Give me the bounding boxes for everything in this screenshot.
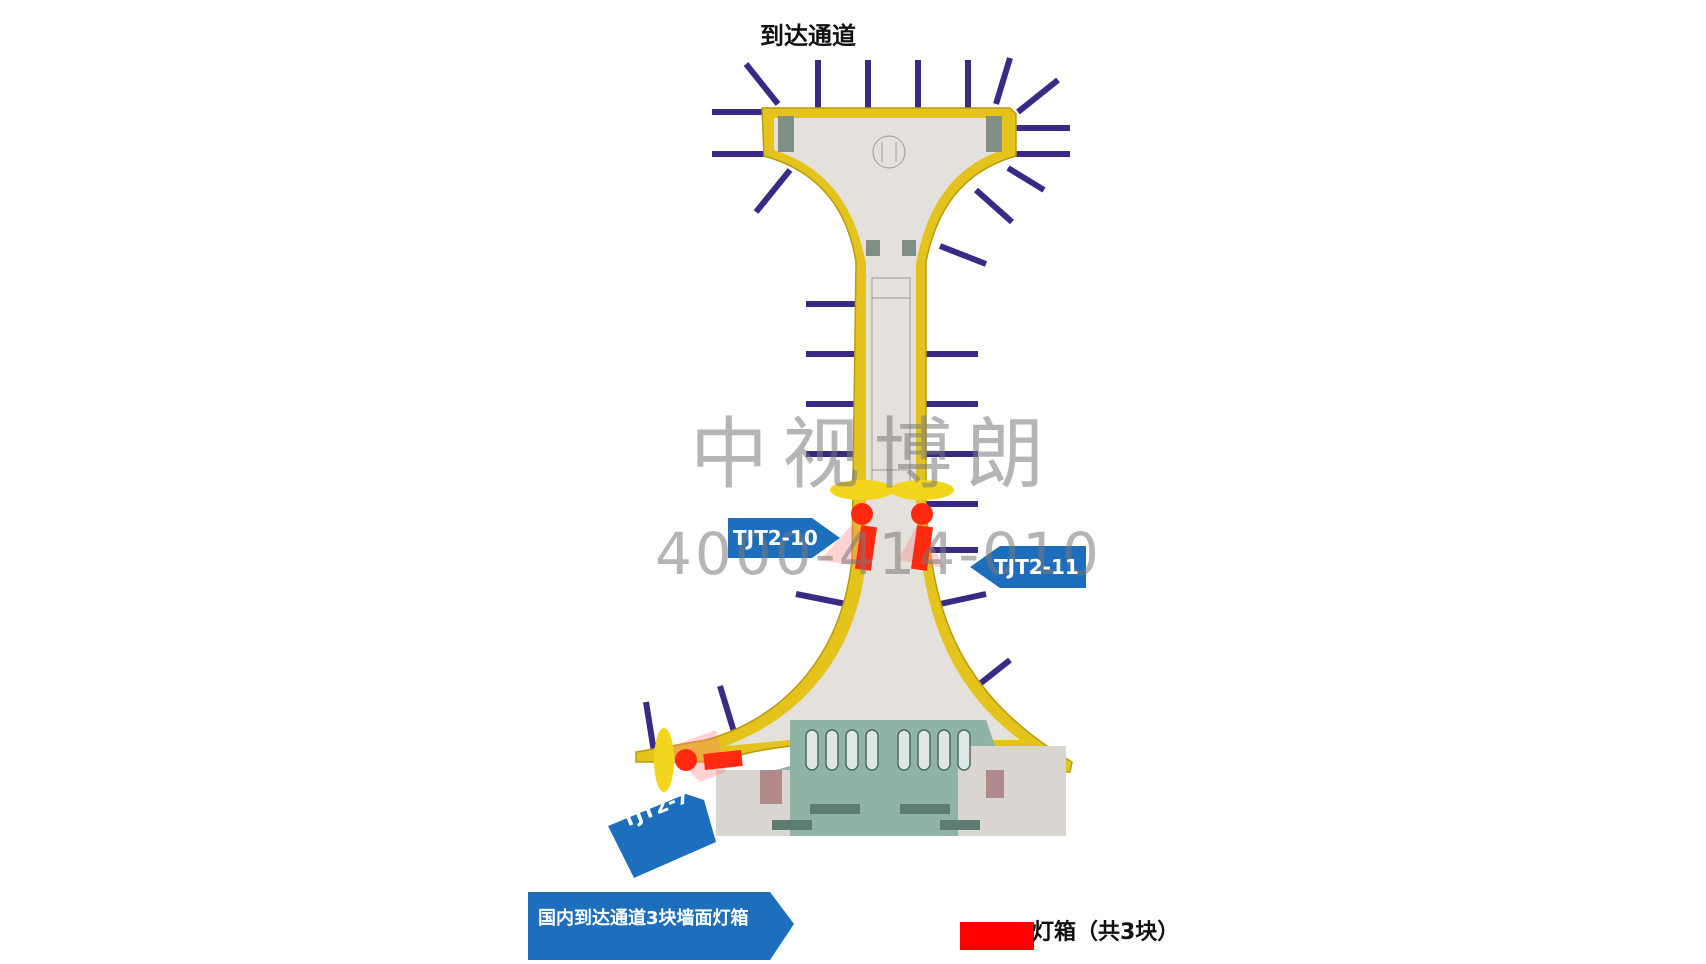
location-markers <box>654 480 954 792</box>
bottom-banner-shape <box>528 892 794 960</box>
baggage-hall <box>716 720 1066 836</box>
legend-swatch <box>960 922 1034 950</box>
tag-tjt2-10: TJT2-10 <box>733 526 818 550</box>
legend-label: 灯箱（共3块） <box>1032 920 1180 945</box>
tag-tjt2-10-arrow <box>728 518 840 558</box>
tag-tjt2-11-arrow <box>970 546 1086 588</box>
tag-tjt2-11: TJT2-11 <box>994 555 1079 579</box>
corridor-details <box>871 135 911 489</box>
watermark-name: 中视博朗 <box>690 410 1059 500</box>
lightbox-marks <box>675 503 933 771</box>
banner-label: 国内到达通道3块墙面灯箱 <box>538 908 749 929</box>
watermark-phone: 4000-414-010 <box>655 520 1102 588</box>
tag-tjt2-7-arrow <box>608 794 716 878</box>
boarding-bridges <box>643 57 1070 753</box>
service-blocks <box>778 116 1002 256</box>
page-title: 到达通道 <box>760 22 856 50</box>
terminal-floor <box>726 118 1020 746</box>
